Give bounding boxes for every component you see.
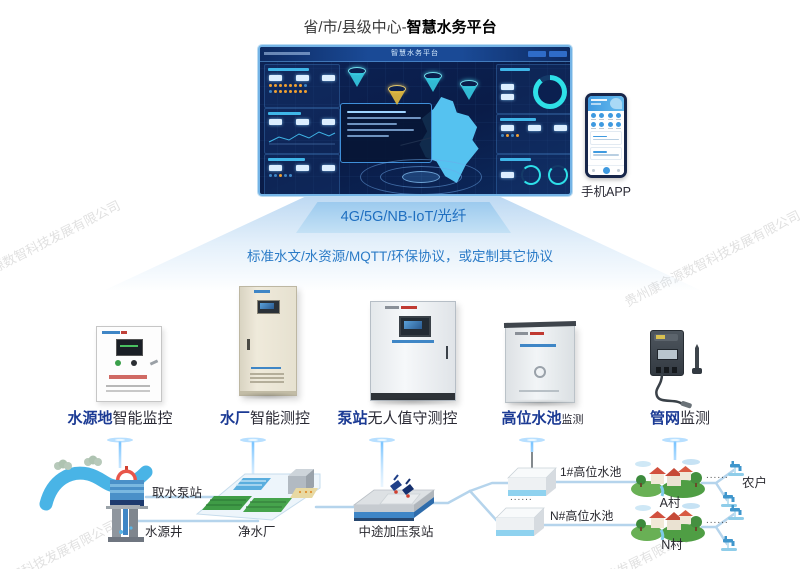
pipe-network-logger-device — [650, 326, 710, 410]
page-title-prefix: 省/市/县级中心- — [303, 19, 407, 36]
water-source-monitor-device — [96, 326, 162, 402]
dashboard-screen: 智慧水务平台 — [258, 45, 572, 196]
phone-label: 手机APP — [580, 185, 631, 199]
map-marker-pyramid — [422, 72, 444, 92]
phone-nav-bar — [588, 165, 624, 175]
circular-gauge — [533, 75, 567, 109]
device-label-water-plant: 水厂智能测控 — [219, 410, 311, 427]
label-booster-pump-station: 中途加压泵站 — [358, 525, 434, 539]
map-tooltip — [340, 103, 432, 163]
tank-monitor-enclosure-device — [503, 321, 577, 403]
device-label-water-source: 水源地智能监控 — [67, 410, 173, 427]
device-button — [131, 360, 137, 366]
label-source-well: 水源井 — [145, 525, 183, 539]
page-title-main: 智慧水务平台 — [406, 19, 497, 36]
protocol-label: 标准水文/水资源/MQTT/环保协议，或定制其它协议 — [247, 249, 553, 264]
dashboard-header-button — [528, 51, 546, 57]
flow-diagram — [39, 437, 744, 551]
label-intake-pump-station: 取水泵站 — [152, 486, 203, 500]
logger-antenna-and-probe — [655, 344, 702, 409]
device-display — [657, 349, 678, 360]
source-well-icon — [108, 505, 144, 542]
water-plant-icon — [195, 469, 321, 521]
ellipsis-branch-n: ...... — [706, 515, 729, 526]
dashboard-title: 智慧水务平台 — [391, 50, 439, 57]
map-marker-pyramid — [458, 80, 480, 100]
map-marker-pyramid — [346, 67, 368, 87]
radar-rings — [360, 159, 482, 194]
water-plant-cabinet-device — [239, 286, 297, 396]
dashboard-header-button — [549, 51, 567, 57]
device-latch — [149, 359, 159, 366]
pump-station-cabinet-device — [370, 301, 456, 401]
enclosure-lock — [534, 366, 546, 378]
device-display — [257, 300, 280, 314]
label-village-n: N村 — [661, 538, 683, 552]
high-tank-n-icon — [495, 507, 545, 536]
ellipsis-branch-a: ...... — [706, 470, 729, 481]
water-pipes — [136, 468, 736, 546]
circular-gauge-small — [520, 165, 541, 185]
label-tank-n: N#高位水池 — [550, 509, 614, 523]
network-link-band: 4G/5G/NB-IoT/光纤 — [296, 202, 511, 233]
label-farm-households: 农户 — [742, 476, 768, 490]
faucet-icon — [728, 505, 744, 520]
dashboard-stat-panel — [264, 154, 340, 194]
antenna-beams — [107, 437, 688, 487]
cabinet-handle — [247, 339, 250, 350]
mobile-phone — [585, 93, 627, 178]
dashboard-stat-panel — [264, 64, 340, 108]
phone-app-icons-row — [588, 111, 624, 118]
label-village-a: A村 — [659, 496, 681, 510]
device-label-pipe-network: 管网监测 — [649, 410, 711, 427]
dashboard-chart-panel — [264, 108, 340, 154]
network-link-label: 4G/5G/NB-IoT/光纤 — [340, 209, 467, 225]
device-label-tank: 高位水池监测 — [501, 410, 584, 427]
label-tank-1: 1#高位水池 — [560, 465, 622, 479]
ellipsis-tanks: ...... — [510, 492, 533, 503]
high-tank-1-icon — [507, 467, 557, 496]
dashboard-stat-panel — [496, 114, 570, 154]
device-display — [399, 316, 431, 337]
phone-chart-graphic — [610, 98, 622, 109]
booster-pump-station-icon — [352, 474, 436, 521]
label-water-plant: 净水厂 — [238, 525, 276, 539]
dashboard-gauge-panel — [496, 154, 570, 194]
cabinet-handle — [445, 346, 448, 359]
map-marker-pyramid — [386, 85, 408, 105]
dashboard-header: 智慧水务平台 — [260, 47, 570, 62]
circular-gauge-small — [547, 165, 568, 185]
phone-app-icons-row — [588, 120, 624, 127]
mini-line-chart — [268, 131, 336, 145]
page-title: 省/市/县级中心-智慧水务平台 — [0, 16, 800, 37]
phone-list-card — [590, 131, 622, 145]
phone-app-header — [588, 96, 624, 111]
device-button — [115, 360, 121, 366]
dashboard-date-bar — [264, 52, 310, 55]
dashboard-gauge-panel — [496, 64, 570, 114]
intake-pump-station-icon — [106, 466, 148, 509]
phone-screen — [588, 96, 624, 175]
device-label-pump-station: 泵站无人值守测控 — [337, 410, 458, 427]
phone-list-card — [590, 146, 622, 160]
device-display — [116, 339, 143, 356]
